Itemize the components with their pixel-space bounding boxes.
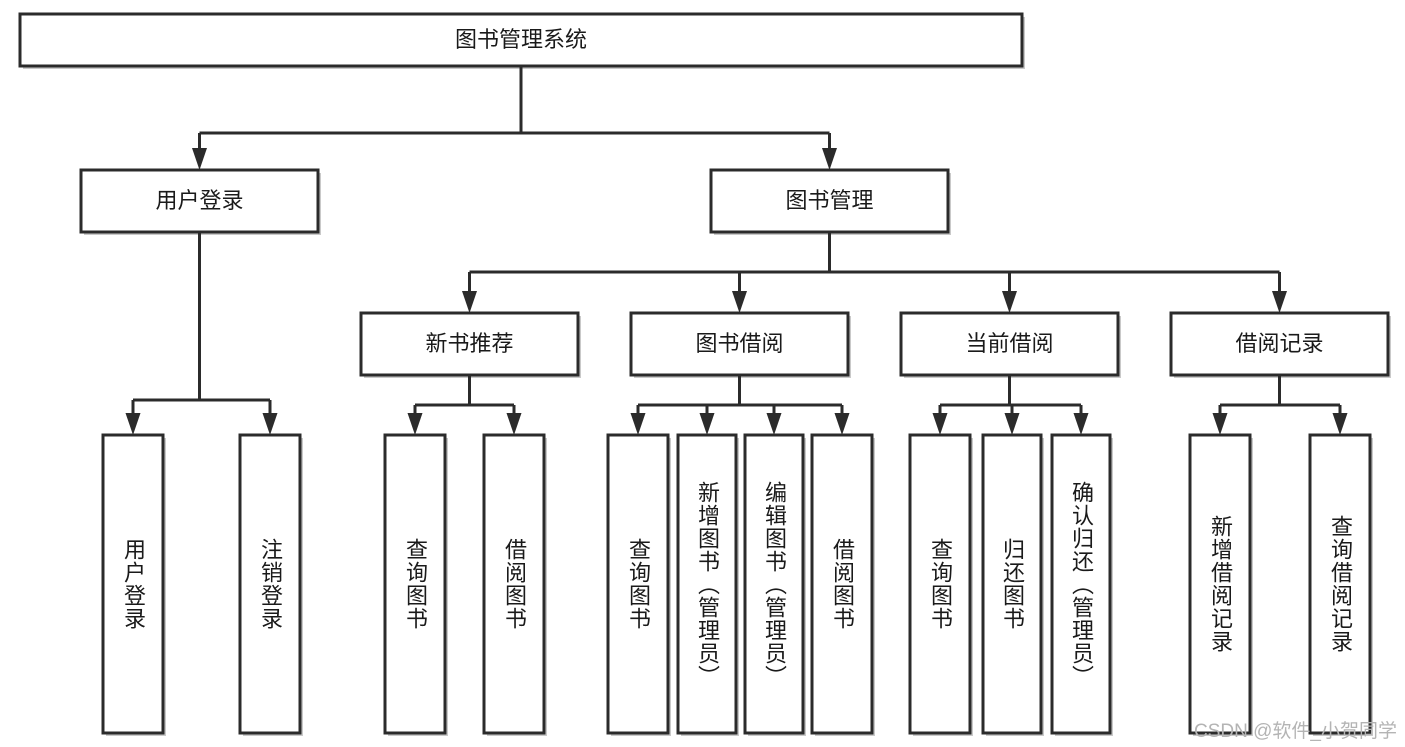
node-box-leaf-borrow-book-1[interactable] <box>482 433 546 735</box>
node-label-borrow-record: 借阅记录 <box>1235 331 1323 356</box>
arrow-head <box>192 148 207 170</box>
node-box-leaf-return-book[interactable] <box>981 433 1043 735</box>
node-label-user-login: 用户登录 <box>155 188 243 213</box>
node-box-book-borrow[interactable] <box>629 311 850 377</box>
node-box-root[interactable] <box>18 12 1024 68</box>
node-box-leaf-borrow-book-2[interactable] <box>810 433 874 735</box>
node-box-leaf-query-book-3[interactable] <box>908 433 972 735</box>
arrow-head <box>630 413 646 435</box>
arrow-head <box>462 291 477 313</box>
arrow-head <box>1004 413 1020 435</box>
arrow-head <box>407 413 423 435</box>
arrow-head <box>732 291 747 313</box>
node-label-current-borrow: 当前借阅 <box>965 331 1053 356</box>
arrow-head <box>1212 413 1228 435</box>
node-box-borrow-record[interactable] <box>1169 311 1390 377</box>
watermark-text: CSDN @软件_小贺同学 <box>1194 721 1397 742</box>
arrow-head <box>834 413 850 435</box>
node-label-book-borrow: 图书借阅 <box>695 331 783 356</box>
arrow-head <box>822 148 837 170</box>
connector-layer <box>125 66 1348 435</box>
node-box-leaf-query-book-1[interactable] <box>383 433 447 735</box>
node-box-leaf-confirm-return-admin[interactable] <box>1050 433 1112 735</box>
node-box-book-manage[interactable] <box>709 168 950 234</box>
node-label-root: 图书管理系统 <box>455 27 587 52</box>
node-box-user-login[interactable] <box>79 168 320 234</box>
node-box-leaf-query-borrow-record[interactable] <box>1308 433 1372 735</box>
arrow-head <box>262 413 278 435</box>
node-box-leaf-user-login[interactable] <box>101 433 165 735</box>
node-box-leaf-add-borrow-record[interactable] <box>1188 433 1252 735</box>
arrow-head <box>766 413 782 435</box>
arrow-head <box>125 413 141 435</box>
node-box-new-book-recommend[interactable] <box>359 311 580 377</box>
arrow-head <box>1332 413 1348 435</box>
arrow-head <box>506 413 522 435</box>
node-label-new-book-recommend: 新书推荐 <box>425 331 513 356</box>
node-box-layer <box>18 12 1390 735</box>
arrow-head <box>699 413 715 435</box>
node-box-leaf-query-book-2[interactable] <box>606 433 670 735</box>
arrow-head <box>1002 291 1017 313</box>
arrow-head <box>1272 291 1287 313</box>
node-box-leaf-edit-book-admin[interactable] <box>743 433 805 735</box>
node-box-current-borrow[interactable] <box>899 311 1120 377</box>
arrow-head <box>932 413 948 435</box>
node-box-leaf-add-book-admin[interactable] <box>676 433 738 735</box>
node-label-book-manage: 图书管理 <box>785 188 873 213</box>
node-box-leaf-logout-login[interactable] <box>238 433 302 735</box>
arrow-head <box>1073 413 1089 435</box>
